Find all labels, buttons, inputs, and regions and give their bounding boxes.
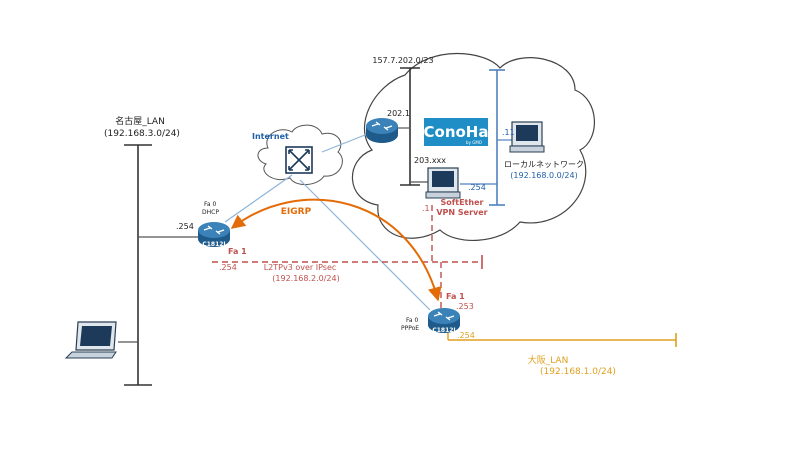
internet-switch-icon	[285, 146, 313, 174]
server-local-ip: .254	[468, 183, 486, 192]
nagoya-dhcp-label: DHCP	[202, 209, 219, 216]
osaka-lan-title: 大阪_LAN	[528, 354, 569, 366]
cloud-router-ip: 202.1	[387, 109, 410, 118]
nagoya-lan-ip: .254	[176, 222, 194, 231]
nagoya-lan-title: 名古屋_LAN	[115, 115, 165, 127]
osaka-fa0-label: Fa 0	[406, 317, 418, 324]
conoha-cloud	[351, 52, 595, 241]
conoha-logo-subtext: by GMO	[466, 140, 482, 145]
server-icon[interactable]	[425, 167, 461, 199]
server-tunnel-ip: .1	[422, 204, 430, 213]
nagoya-fa1-ip: .254	[219, 263, 237, 272]
cloud-subnet-label: 157.7.202.0/23	[372, 56, 433, 65]
nagoya-fa1-label: Fa 1	[228, 247, 247, 256]
osaka-lan-subnet: (192.168.1.0/24)	[540, 367, 616, 377]
internet-to-nagoya-link	[224, 174, 293, 223]
nagoya-lan-subnet: (192.168.3.0/24)	[104, 129, 180, 139]
cloud-server-ip: 203.xxx	[414, 156, 446, 165]
nagoya-fa0-label: Fa 0	[204, 201, 216, 208]
local-host-ip: .11	[502, 128, 515, 137]
conoha-logo: ConoHa by GMO	[424, 118, 489, 146]
router-icon[interactable]	[198, 222, 230, 247]
local-lan-label: ローカルネットワーク	[504, 160, 584, 169]
eigrp-arrow	[230, 198, 442, 302]
server-name-line2: VPN Server	[436, 208, 487, 217]
osaka-lan-ip: .254	[457, 331, 475, 340]
server-name-line1: SoftEther	[441, 198, 484, 207]
nagoya-router-model: C1812J	[202, 241, 225, 248]
osaka-router-model: C1812J	[432, 327, 455, 334]
osaka-fa1-ip: .253	[456, 302, 474, 311]
conoha-logo-text: ConoHa	[424, 123, 489, 141]
tunnel-subnet: (192.168.2.0/24)	[272, 274, 339, 283]
internet-to-cloud-router-link	[321, 132, 371, 153]
router-icon[interactable]	[428, 308, 460, 333]
local-lan-subnet: (192.168.0.0/24)	[510, 171, 577, 180]
internet-label: Internet	[252, 132, 289, 141]
osaka-fa1-label: Fa 1	[446, 292, 465, 301]
tunnel-label: L2TPv3 over IPsec	[264, 263, 337, 272]
osaka-pppoe-label: PPPoE	[401, 325, 419, 332]
eigrp-label: EIGRP	[281, 207, 312, 217]
router-icon[interactable]	[366, 118, 398, 143]
local-host-icon[interactable]	[509, 121, 545, 153]
laptop-icon[interactable]	[64, 321, 117, 359]
